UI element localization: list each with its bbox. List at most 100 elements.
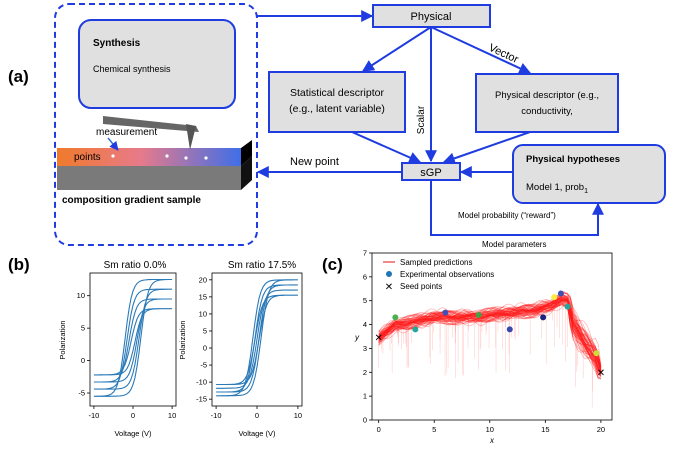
observation-point bbox=[564, 303, 571, 310]
sampled-prediction bbox=[378, 299, 602, 371]
sampled-prediction bbox=[378, 297, 602, 374]
hypotheses-model-subscript: 1 bbox=[584, 188, 588, 195]
phys-desc-line1: Physical descriptor (e.g., bbox=[495, 90, 599, 101]
hysteresis-loop bbox=[93, 308, 173, 376]
y-tick-label: -5 bbox=[78, 389, 85, 398]
y-tick-label: -10 bbox=[196, 378, 207, 387]
hyst2-title: Sm ratio 17.5% bbox=[228, 260, 296, 271]
sampled-prediction bbox=[378, 294, 602, 376]
x-tick-label: 10 bbox=[294, 411, 302, 420]
sampled-prediction bbox=[378, 299, 602, 371]
observation-point bbox=[475, 312, 482, 319]
sampled-prediction bbox=[378, 302, 602, 368]
model-probability-label: Model probability (“reward”) bbox=[458, 211, 556, 220]
x-tick-label: 10 bbox=[486, 425, 494, 434]
model-parameters-loop bbox=[430, 180, 604, 236]
legend: Sampled predictions Experimental observa… bbox=[383, 258, 494, 293]
hyst2-ylabel: Polarization bbox=[178, 320, 187, 359]
sampled-prediction bbox=[378, 300, 602, 371]
x-tick-label: 0 bbox=[131, 411, 135, 420]
sampled-prediction bbox=[378, 295, 602, 376]
observation-point bbox=[557, 290, 564, 297]
sampled-prediction bbox=[378, 298, 602, 372]
x-tick-label: 15 bbox=[541, 425, 549, 434]
sampled-prediction bbox=[378, 296, 602, 375]
synthesis-title: Synthesis bbox=[93, 38, 141, 49]
hyst1-title: Sm ratio 0.0% bbox=[104, 260, 167, 271]
sampled-prediction bbox=[378, 297, 602, 374]
hysteresis-loop bbox=[93, 288, 173, 390]
legend-item-sampled: Sampled predictions bbox=[400, 258, 472, 267]
synthesis-box: Synthesis Chemical synthesis bbox=[78, 19, 236, 109]
seed-point: ✕ bbox=[597, 368, 605, 379]
sampled-prediction bbox=[378, 295, 602, 376]
hysteresis-loop bbox=[216, 289, 298, 389]
sgp-label: sGP bbox=[420, 167, 441, 179]
sampled-prediction bbox=[378, 303, 602, 366]
sampled-prediction bbox=[378, 299, 602, 372]
sampled-prediction bbox=[378, 299, 602, 372]
points-label: points bbox=[74, 152, 101, 163]
sampled-prediction bbox=[378, 296, 602, 374]
sampled-prediction bbox=[378, 300, 602, 371]
hypotheses-model: Model 1, prob bbox=[526, 182, 584, 193]
sampled-prediction bbox=[378, 296, 602, 374]
x-tick-label: 0 bbox=[377, 425, 381, 434]
observation-point bbox=[412, 326, 419, 333]
y-tick-label: 6 bbox=[363, 272, 367, 281]
sampled-prediction bbox=[378, 299, 602, 370]
y-tick-label: 15 bbox=[199, 292, 207, 301]
sampled-prediction bbox=[378, 291, 601, 380]
sampled-prediction bbox=[378, 295, 602, 375]
statistical-descriptor-box: Statistical descriptor (e.g., latent var… bbox=[268, 71, 406, 133]
sampled-prediction bbox=[378, 298, 602, 373]
physical-to-stat-arrow bbox=[361, 26, 432, 72]
hysteresis-loop bbox=[93, 298, 173, 383]
hyst1-xlabel: Voltage (V) bbox=[114, 429, 152, 438]
sample-caption: composition gradient sample bbox=[62, 195, 201, 206]
y-tick-label: 2 bbox=[363, 368, 367, 377]
y-tick-label: 1 bbox=[363, 392, 367, 401]
new-point-label: New point bbox=[290, 156, 339, 168]
sampled-prediction bbox=[378, 294, 602, 372]
observation-point bbox=[551, 294, 558, 301]
y-tick-label: 0 bbox=[203, 344, 207, 353]
hyst1-ylabel: Polarization bbox=[58, 320, 67, 359]
physical-to-phys-desc-arrow bbox=[430, 26, 532, 74]
sampled-prediction bbox=[378, 300, 602, 370]
y-tick-label: 10 bbox=[77, 291, 85, 300]
sampled-prediction bbox=[378, 304, 602, 366]
sampled-prediction bbox=[378, 290, 602, 380]
y-tick-label: 5 bbox=[363, 296, 367, 305]
sampled-prediction bbox=[378, 300, 602, 370]
sampled-prediction bbox=[378, 296, 602, 371]
sampled-prediction bbox=[378, 301, 602, 369]
model-parameters-label: Model parameters bbox=[482, 240, 546, 249]
measurement-label: measurement bbox=[96, 127, 157, 138]
vector-label: Vector bbox=[487, 42, 521, 66]
y-tick-label: 5 bbox=[203, 326, 207, 335]
phys-desc-line2: conductivity, bbox=[521, 106, 573, 117]
sampled-prediction bbox=[378, 299, 602, 371]
sampled-prediction bbox=[378, 295, 602, 375]
y-tick-label: -5 bbox=[200, 361, 207, 370]
sampled-prediction bbox=[378, 291, 602, 380]
physical-descriptor-box: Physical descriptor (e.g., conductivity, bbox=[475, 73, 619, 133]
sampled-prediction bbox=[378, 298, 602, 372]
x-tick-label: 10 bbox=[168, 411, 176, 420]
sampled-prediction bbox=[378, 298, 602, 372]
observation-point bbox=[506, 326, 513, 333]
composition-gradient-sample bbox=[57, 140, 252, 190]
svg-text:Model 1, prob1: Model 1, prob1 bbox=[526, 182, 588, 195]
x-tick-label: 0 bbox=[255, 411, 259, 420]
y-tick-label: 20 bbox=[199, 275, 207, 284]
panel-label-a: (a) bbox=[8, 67, 29, 86]
probe-cantilever bbox=[103, 116, 199, 150]
sampled-prediction bbox=[378, 298, 602, 371]
sampled-prediction bbox=[378, 299, 602, 372]
observation-point bbox=[540, 314, 547, 321]
sampled-prediction bbox=[378, 297, 602, 374]
sampled-prediction bbox=[378, 299, 602, 370]
